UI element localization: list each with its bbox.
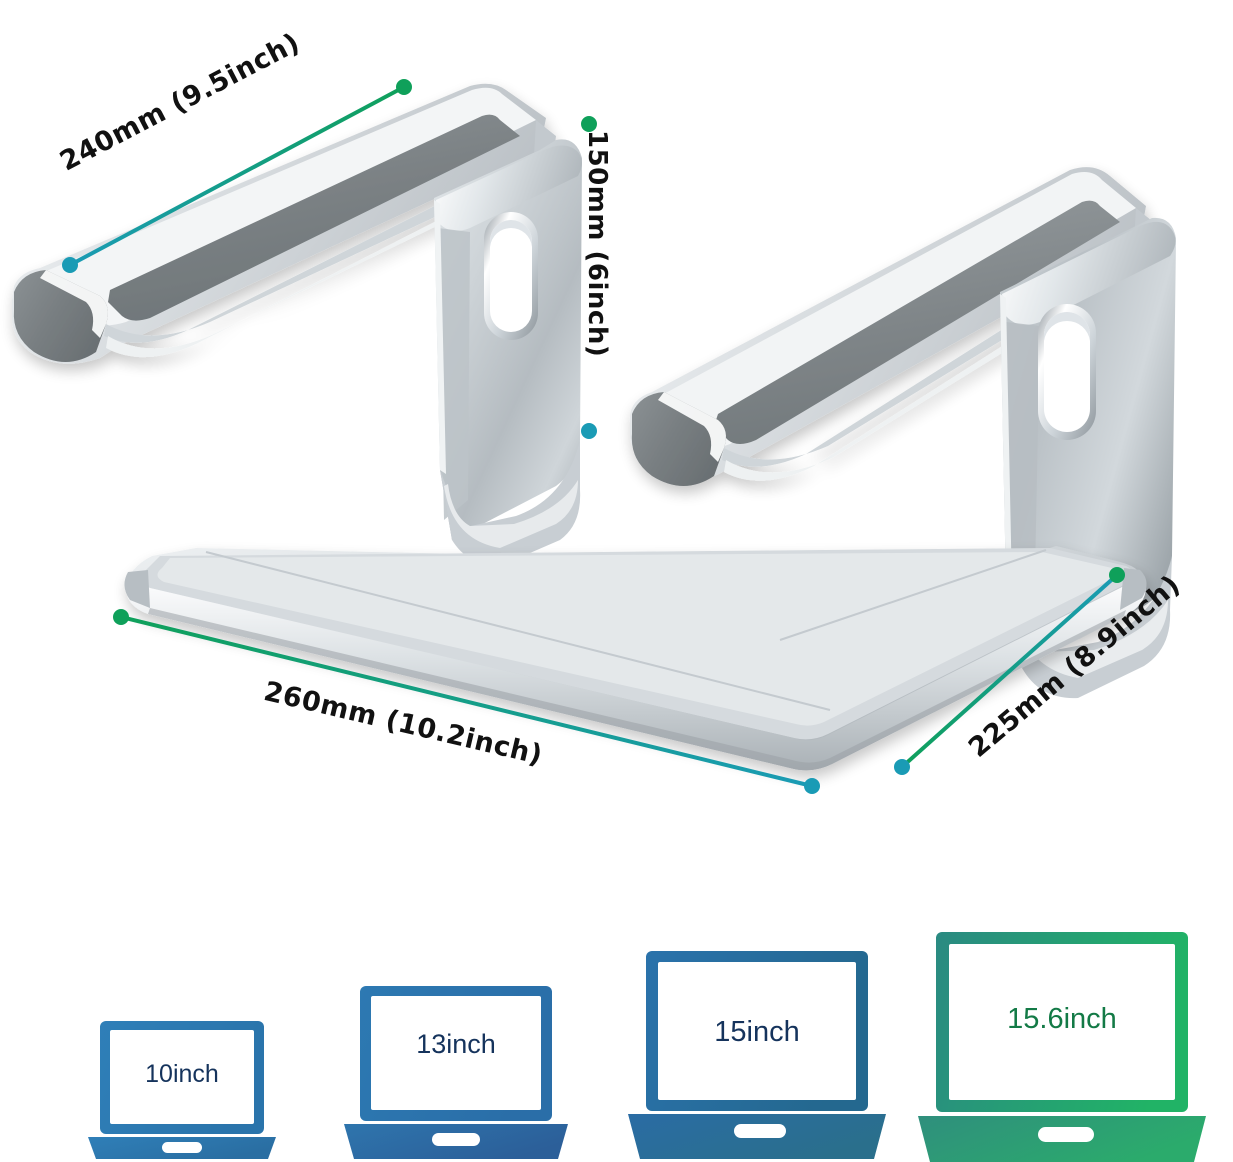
stand-front-ledge bbox=[629, 167, 1156, 486]
stand-rear-ledge bbox=[12, 83, 556, 364]
laptop-label-13inch: 13inch bbox=[416, 1029, 496, 1059]
dimension-line-150mm bbox=[581, 116, 597, 439]
laptop-label-10inch: 10inch bbox=[145, 1060, 219, 1088]
stand-left-arm bbox=[434, 139, 582, 566]
laptop-icon-15inch bbox=[628, 951, 886, 1159]
right-arm-slot bbox=[1038, 304, 1096, 440]
dimension-line-240mm bbox=[62, 79, 412, 273]
laptop-label-15inch: 15inch bbox=[714, 1016, 800, 1048]
dimension-line-260mm bbox=[113, 609, 820, 794]
laptop-label-15.6inch: 15.6inch bbox=[1007, 1003, 1117, 1035]
laptop-icon-13inch bbox=[344, 986, 568, 1159]
laptop-icon-10inch bbox=[88, 1021, 276, 1159]
laptop-icon-15.6inch bbox=[918, 932, 1206, 1162]
stand-base-plate bbox=[124, 546, 1147, 771]
dimension-line-225mm bbox=[894, 567, 1125, 775]
left-arm-slot bbox=[484, 212, 538, 340]
